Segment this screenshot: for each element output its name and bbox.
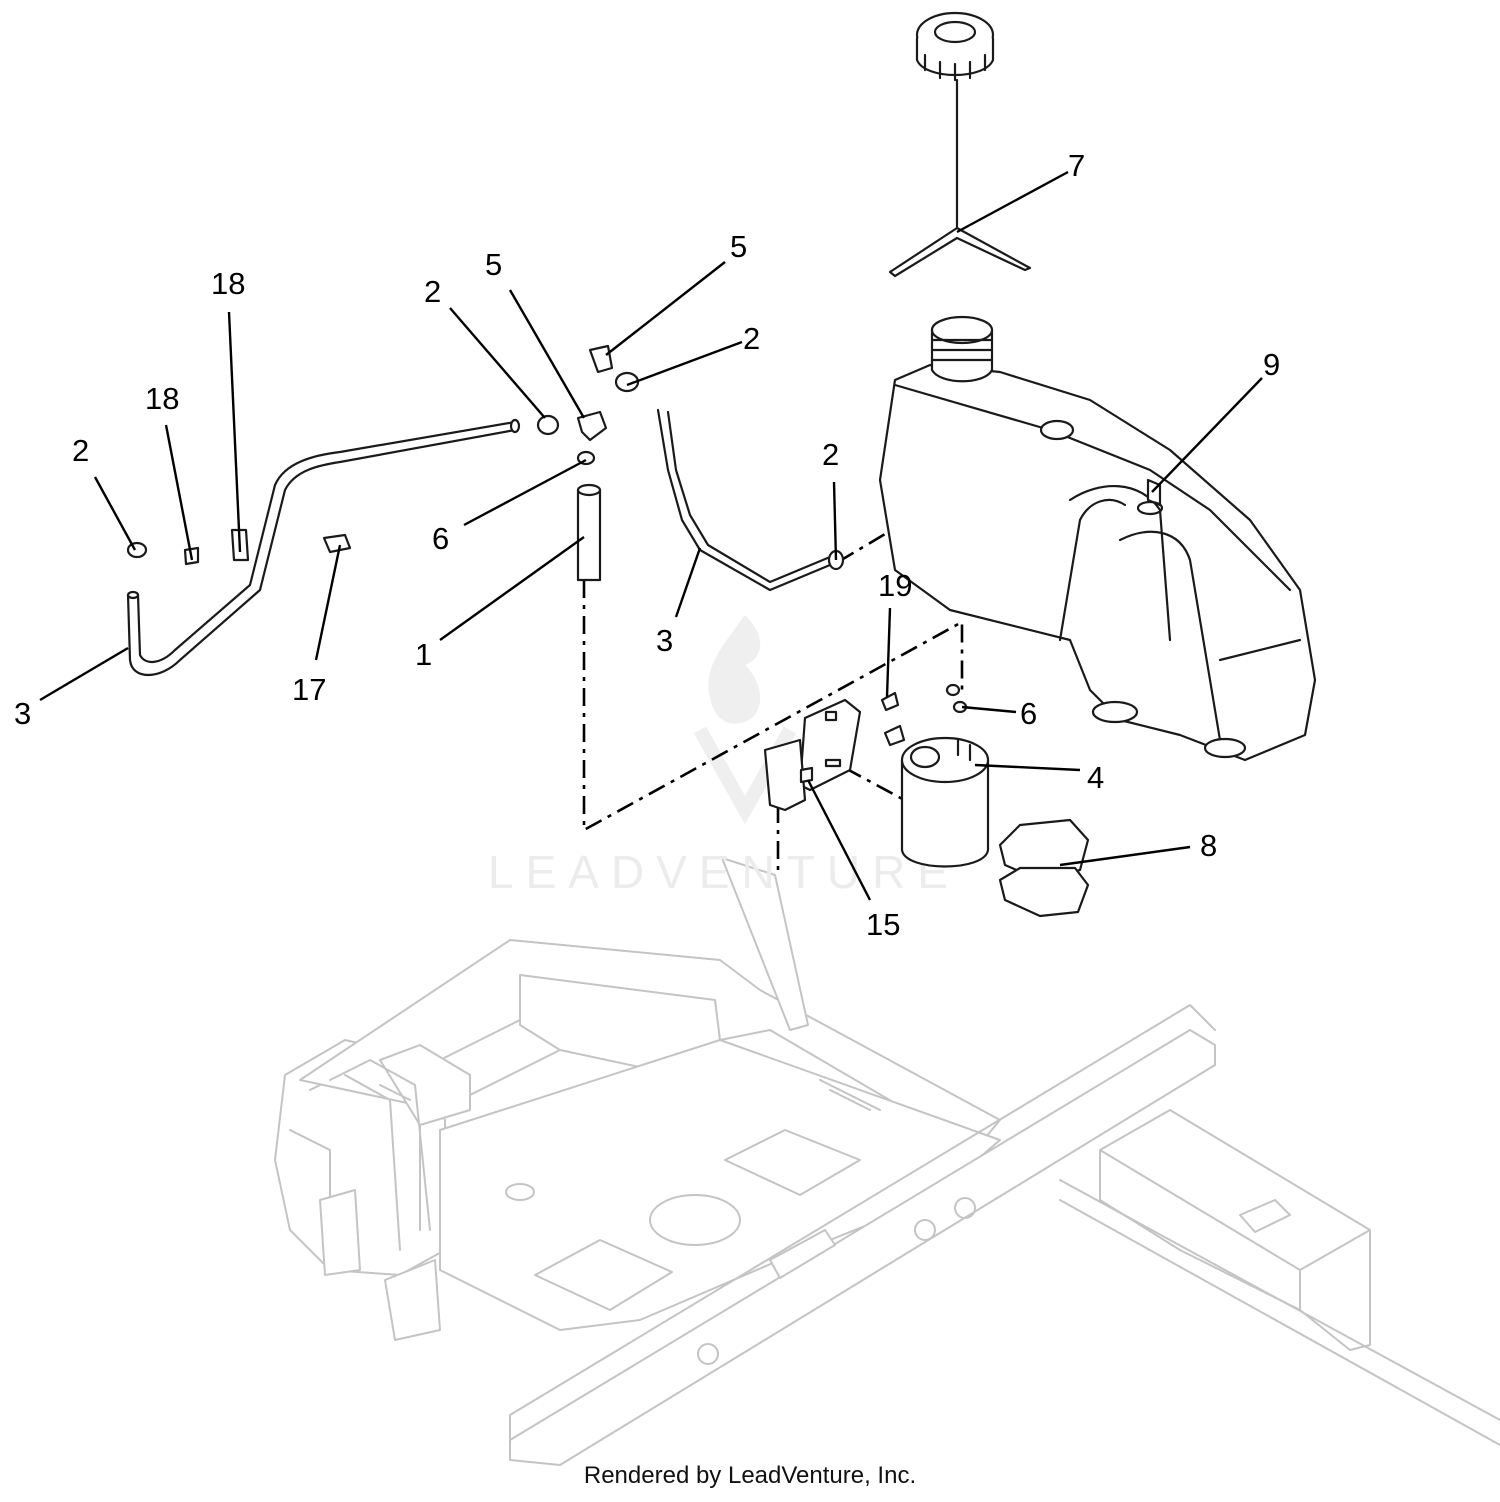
callout-4: 4 — [1087, 760, 1104, 795]
watermark: LEADVENTURE — [488, 615, 960, 898]
callout-9: 9 — [1263, 347, 1280, 382]
screw-part-2 — [883, 724, 906, 747]
leader-lines — [39, 170, 1263, 901]
callout-15: 15 — [866, 907, 900, 942]
clamp-part — [126, 541, 148, 559]
callout-2-center-left: 2 — [424, 274, 441, 309]
callout-3-center: 3 — [656, 623, 673, 658]
elbow-part — [322, 533, 352, 554]
fuel-tank-part — [878, 315, 1317, 762]
fuel-line-middle-part — [656, 408, 845, 592]
fuel-cap-part — [888, 11, 1032, 278]
canister-part — [900, 736, 990, 868]
screw-part — [880, 691, 900, 712]
callout-5-center: 5 — [485, 247, 502, 282]
callout-18: 18 — [211, 266, 245, 301]
callout-1: 1 — [415, 637, 432, 672]
watermark-text: LEADVENTURE — [488, 846, 960, 898]
callout-16: 17 — [292, 672, 326, 707]
footer-credit: Rendered by LeadVenture, Inc. — [583, 1462, 917, 1489]
clamp-band-part — [998, 818, 1090, 918]
callout-6-right: 6 — [1020, 696, 1037, 731]
fuel-line-left-part — [126, 418, 521, 676]
bracket-part — [763, 698, 862, 812]
parts — [126, 11, 1317, 918]
callout-2-far-left: 2 — [72, 433, 89, 468]
callout-2-right: 2 — [743, 321, 760, 356]
callout-3-left: 3 — [14, 696, 31, 731]
callout-7: 8 — [1200, 828, 1217, 863]
callout-8: 7 — [1068, 148, 1085, 183]
callout-6-center: 6 — [432, 521, 449, 556]
callout-19: 19 — [878, 568, 912, 603]
callout-17: 18 — [145, 381, 179, 416]
mower-frame — [274, 857, 1500, 1466]
callout-5-right: 5 — [730, 229, 747, 264]
assembly-lines — [582, 428, 1061, 875]
callout-labels: 7 9 18 18 2 3 17 2 5 6 1 5 2 3 2 19 6 4 … — [14, 148, 1280, 942]
callout-2-hose: 2 — [822, 437, 839, 472]
